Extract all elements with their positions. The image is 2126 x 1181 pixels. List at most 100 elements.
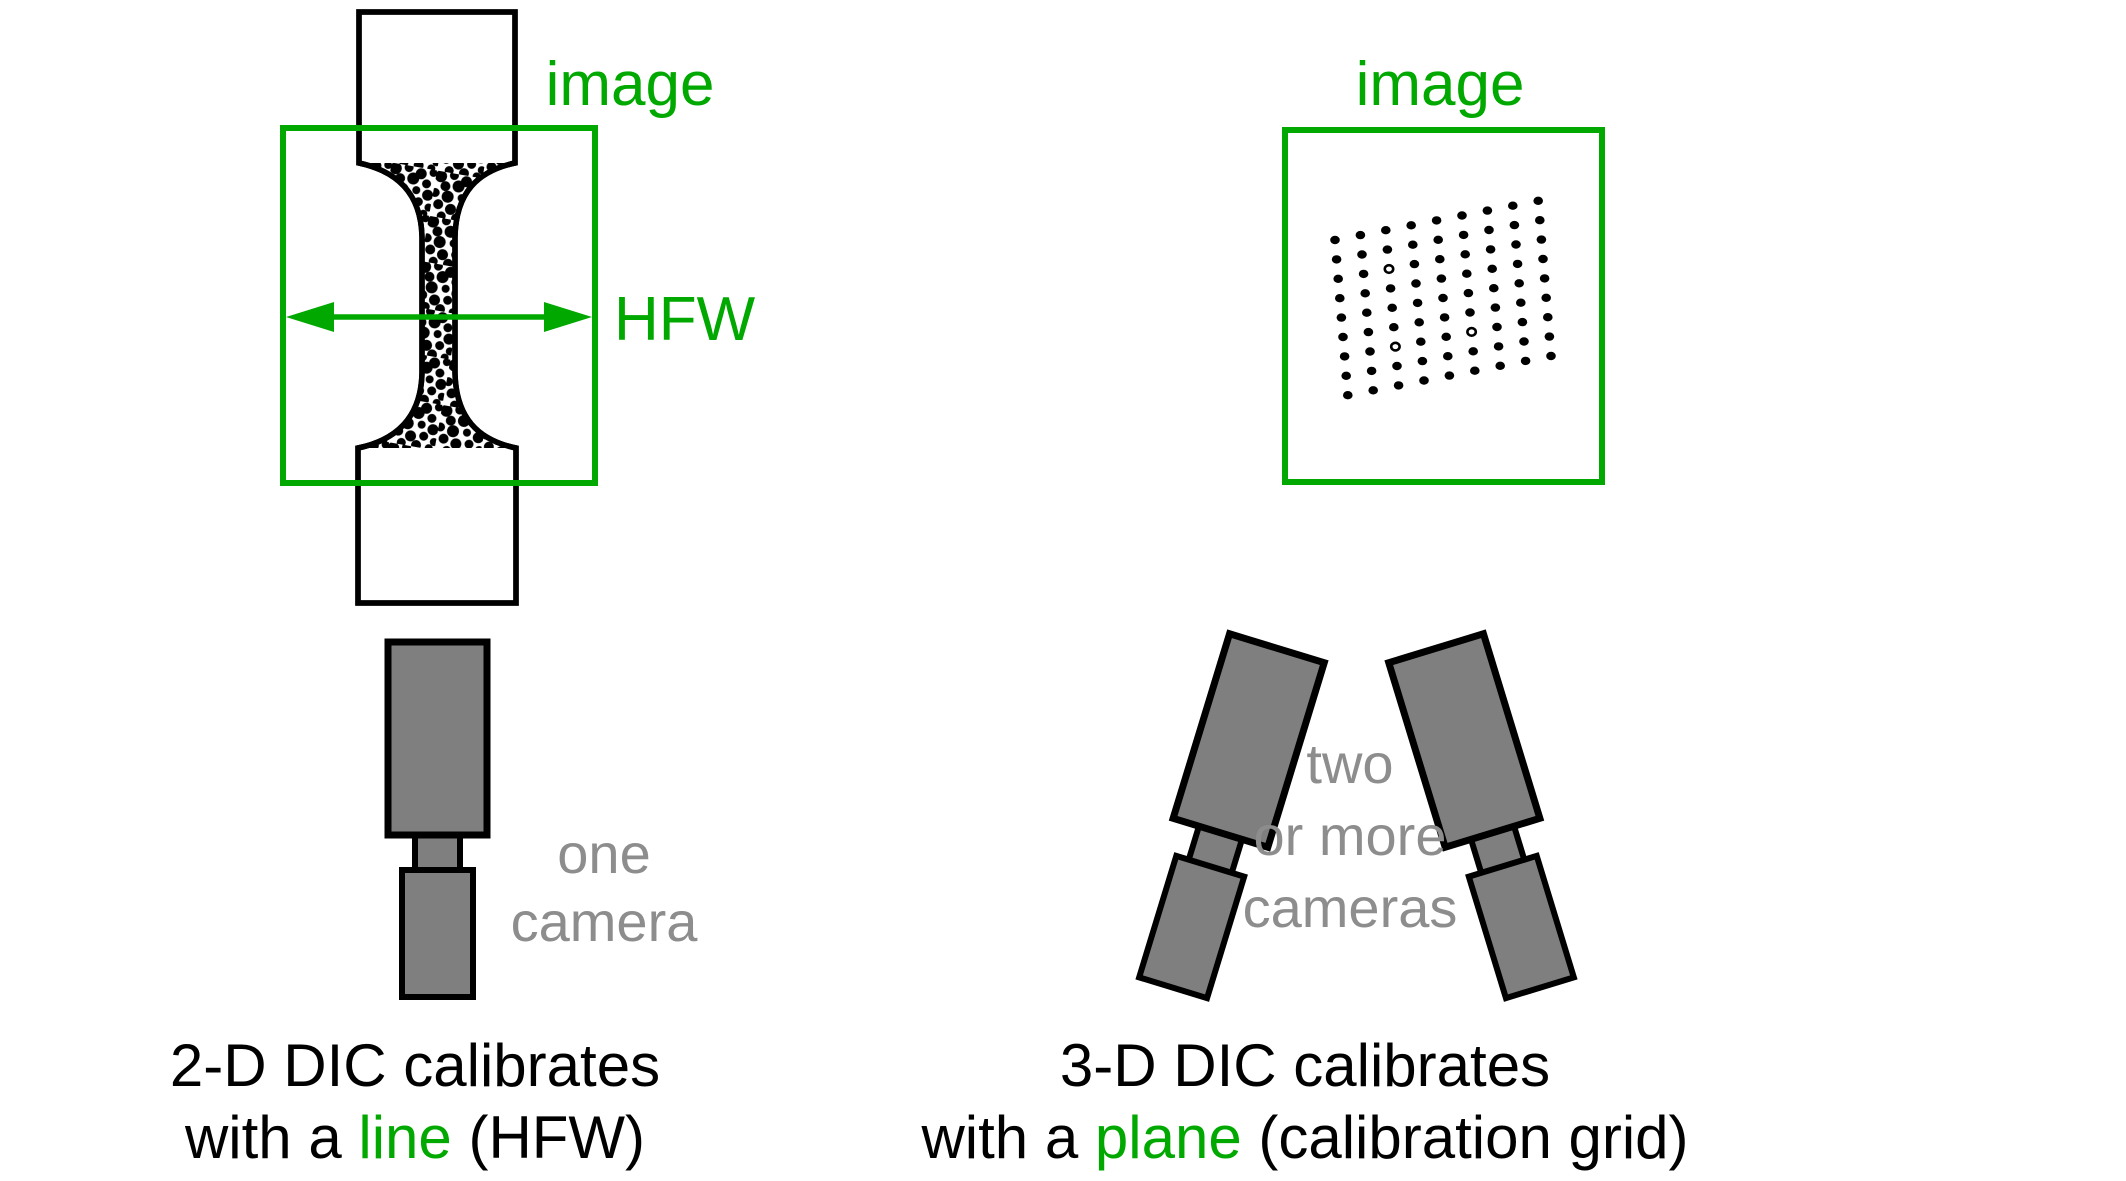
one-camera-label: one camera [511,820,698,956]
grid-fiducial-dot [1466,326,1478,338]
grid-dot [1462,269,1472,278]
grid-dot [1495,361,1505,370]
grid-dot [1492,322,1502,332]
grid-dot [1368,386,1378,395]
grid-dot [1419,376,1429,385]
grid-dot [1343,391,1353,400]
caption-2d-dic: 2-D DIC calibrates with a line (HFW) [170,1030,660,1174]
grid-dot [1414,318,1424,327]
grid-dot [1339,352,1350,361]
one-camera-line2: camera [510,890,698,953]
grid-dot [1406,221,1416,230]
left-panel-2d-dic [280,9,598,997]
grid-dot [1412,298,1423,308]
grid-dot [1535,216,1545,225]
grid-dot [1465,308,1475,317]
grid-dot [1460,250,1470,259]
image-frame-left [280,125,598,486]
grid-dot [1493,342,1504,351]
grid-dot [1546,351,1556,361]
calibration-grid-dots [1330,196,1556,400]
grid-dot [1408,240,1418,249]
grid-dot [1536,235,1547,244]
grid-dot [1443,352,1453,361]
grid-dot [1438,293,1448,303]
multi-camera-line2: or more [1253,804,1447,867]
grid-dot [1366,366,1377,376]
tensile-specimen-restroke [355,9,519,606]
speckle-pattern-region [358,163,516,448]
grid-dot [1444,371,1455,380]
grid-dot [1435,255,1445,264]
grid-dot [1533,196,1543,205]
one-camera-line1: one [557,822,651,885]
grid-dot [1357,250,1367,259]
grid-dot [1543,313,1553,322]
grid-dot [1470,366,1480,375]
grid-dot [1484,225,1494,235]
camera-single [388,642,487,997]
grid-dot [1362,308,1372,317]
grid-dot [1544,332,1555,341]
highlight-plane: plane [1094,1104,1242,1171]
grid-dot [1511,240,1521,249]
grid-dot [1468,347,1478,356]
caption-3d-line2: with a plane (calibration grid) [921,1104,1689,1171]
caption-3d-line1: 3-D DIC calibrates [1059,1032,1551,1099]
grid-dot [1389,323,1399,332]
grid-dot [1365,347,1375,356]
grid-dot [1358,269,1369,279]
grid-dot [1330,235,1340,245]
grid-dot [1516,298,1526,307]
grid-dot [1482,206,1493,215]
grid-dot [1433,235,1443,244]
caption-2d-line2: with a line (HFW) [184,1104,646,1171]
grid-dot [1463,288,1474,298]
grid-dot [1382,245,1393,254]
grid-fiducial-dot [1383,263,1395,275]
grid-dot [1333,274,1343,283]
grid-dot [1331,255,1342,264]
grid-dot [1363,327,1374,337]
grid-dot [1387,303,1397,312]
grid-dot [1539,274,1550,283]
grid-dot [1355,230,1366,240]
highlight-line: line [358,1104,452,1171]
image-label-right: image [1355,50,1525,119]
right-panel-3d-dic [1126,127,1605,1002]
caption-2d-line1: 2-D DIC calibrates [169,1032,661,1099]
grid-dot [1520,356,1531,366]
grid-dot [1385,284,1396,293]
grid-dot [1409,259,1420,269]
grid-dot [1512,259,1523,269]
grid-dot [1441,332,1451,341]
grid-dot [1431,216,1442,225]
grid-dot [1538,254,1548,264]
grid-dot [1338,332,1348,342]
grid-dot [1381,226,1391,235]
grid-dot [1485,245,1496,254]
caption-3d-dic: 3-D DIC calibrates with a plane (calibra… [921,1030,1688,1174]
grid-dot [1514,279,1524,288]
grid-dot [1436,274,1447,283]
grid-dot [1508,201,1518,210]
grid-dot [1393,381,1404,390]
grid-dot [1509,220,1520,230]
grid-dot [1439,313,1450,322]
grid-dot [1458,230,1469,240]
arrowhead-right [544,302,592,332]
grid-dot [1341,371,1351,380]
grid-dot [1487,264,1497,273]
hfw-label: HFW [614,285,756,354]
arrowhead-left [286,302,334,332]
multi-camera-line1: two [1306,732,1394,795]
grid-dot [1416,337,1426,346]
multi-camera-line3: cameras [1242,876,1458,939]
grid-dot [1411,279,1421,288]
image-frame-right [1282,127,1605,485]
grid-dot [1335,294,1345,303]
image-label-left: image [545,50,715,119]
grid-fiducial-dot [1389,341,1401,352]
grid-dot [1457,211,1467,220]
